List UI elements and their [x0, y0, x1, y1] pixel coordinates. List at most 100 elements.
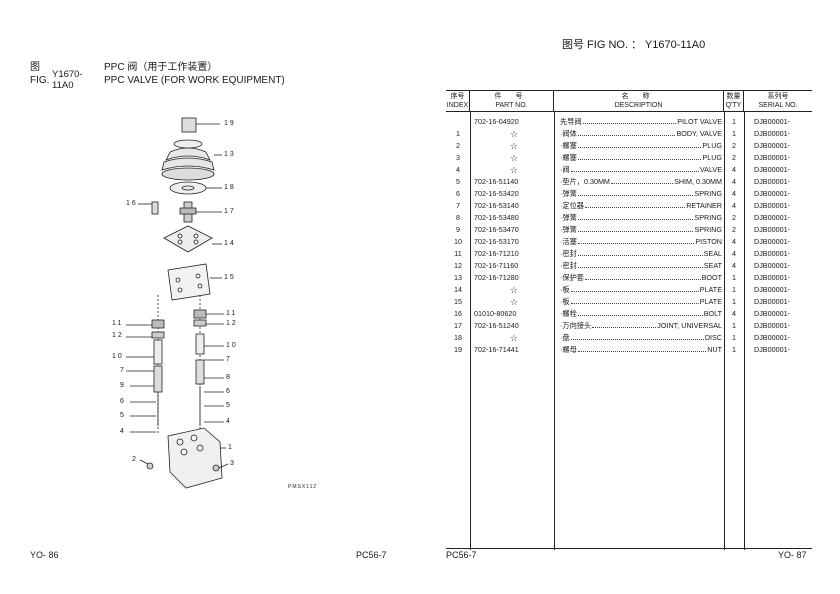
description-cn: ·螺母 [560, 345, 577, 354]
description-cn: ·板 [560, 297, 570, 306]
figure-title-en: PPC VALVE (FOR WORK EQUIPMENT) [104, 75, 285, 86]
description-en: VALVE [699, 165, 722, 174]
cell-serial-no: DJB00001- [754, 321, 790, 330]
cell-serial-no: DJB00001- [754, 261, 790, 270]
description-en: PLATE [699, 285, 722, 294]
cell-qty: 2 [732, 153, 736, 162]
description-cn: ·螺栓 [560, 309, 577, 318]
leader-dots [584, 272, 701, 280]
description-cn: ·盘 [560, 333, 570, 342]
cell-serial-no: DJB00001- [754, 273, 790, 282]
exploded-view-diagram: PMSX112 [126, 117, 317, 490]
cell-part-no: 702-16-71441 [474, 345, 519, 354]
cell-index: 19 [454, 345, 462, 354]
callout-19: 19 [224, 120, 236, 127]
cell-index: 17 [454, 321, 462, 330]
leader-dots [570, 284, 699, 292]
description-en: SPRING [694, 189, 722, 198]
cell-index: 1 [456, 129, 460, 138]
cell-index [446, 116, 470, 128]
part-19-nut [181, 117, 220, 133]
callout-9: 9 [120, 382, 126, 389]
description-en: PILOT VALVE [677, 117, 722, 126]
cell-part-no: ☆ [509, 297, 519, 307]
callout-17: 17 [224, 208, 236, 215]
callout-8: 8 [226, 374, 232, 381]
leader-dots [577, 188, 694, 196]
cell-qty: 4 [732, 189, 736, 198]
cell-index: 5 [456, 177, 460, 186]
figure-cn-label: 图 [30, 62, 40, 73]
diagram-code: PMSX112 [288, 484, 317, 490]
cell-qty: 1 [732, 297, 736, 306]
description-cn: ·定位器 [560, 201, 584, 210]
figure-title-cn: PPC 阀（用于工作装置） [104, 62, 218, 73]
description-en: DISC [704, 333, 722, 342]
callout-10-right: 10 [226, 342, 238, 349]
part-2-3-plugs [139, 459, 229, 472]
description-en: SEAL [703, 249, 722, 258]
callout-12-right: 12 [226, 320, 238, 327]
cell-part-no: ☆ [509, 129, 519, 139]
description-cn: ·保护套 [560, 273, 584, 282]
cell-serial-no: DJB00001- [754, 225, 790, 234]
description-en: SPRING [694, 225, 722, 234]
cell-index: 16 [454, 309, 462, 318]
right-model: PC56-7 [446, 550, 477, 560]
description-cn: ·阀 [560, 165, 570, 174]
fig-number-label: 图号 FIG NO. ： [562, 39, 643, 51]
leader-dots [592, 320, 657, 328]
callout-6-right: 6 [226, 388, 232, 395]
description-cn: ·活塞 [560, 237, 577, 246]
description-en: BODY, VALVE [676, 129, 722, 138]
callout-11-right: 11 [226, 310, 238, 317]
description-en: PLUG [702, 153, 722, 162]
cell-serial-no: DJB00001- [754, 117, 790, 126]
cell-qty: 2 [732, 225, 736, 234]
leader-dots [577, 236, 695, 244]
cell-part-no: ☆ [509, 153, 519, 163]
right-piston-stack [193, 309, 224, 426]
cell-qty: 1 [732, 117, 736, 126]
cell-serial-no: DJB00001- [754, 201, 790, 210]
cell-index: 12 [454, 261, 462, 270]
cell-part-no: 702-16-51140 [474, 177, 519, 186]
fig-number-value: Y1670-11A0 [644, 39, 706, 51]
cell-qty: 1 [732, 345, 736, 354]
cell-qty: 4 [732, 261, 736, 270]
cell-serial-no: DJB00001- [754, 153, 790, 162]
left-page-number: YO- 86 [30, 550, 59, 560]
part-15-plate [167, 263, 222, 301]
figure-title-block: 图 . PPC 阀（用于工作装置） FIG. Y1670-11A0 PPC VA… [30, 58, 285, 97]
description-cn: ·密封 [560, 261, 577, 270]
leader-dots [577, 224, 694, 232]
callout-11-left: 11 [112, 320, 124, 327]
callout-7-right: 7 [226, 356, 232, 363]
cell-index: 15 [454, 297, 462, 306]
cell-index: 6 [456, 189, 460, 198]
cell-qty: 1 [732, 285, 736, 294]
cell-index: 8 [456, 213, 460, 222]
description-en: RETAINER [686, 201, 722, 210]
cell-part-no: 702-16-04920 [474, 117, 519, 126]
cell-qty: 4 [732, 309, 736, 318]
